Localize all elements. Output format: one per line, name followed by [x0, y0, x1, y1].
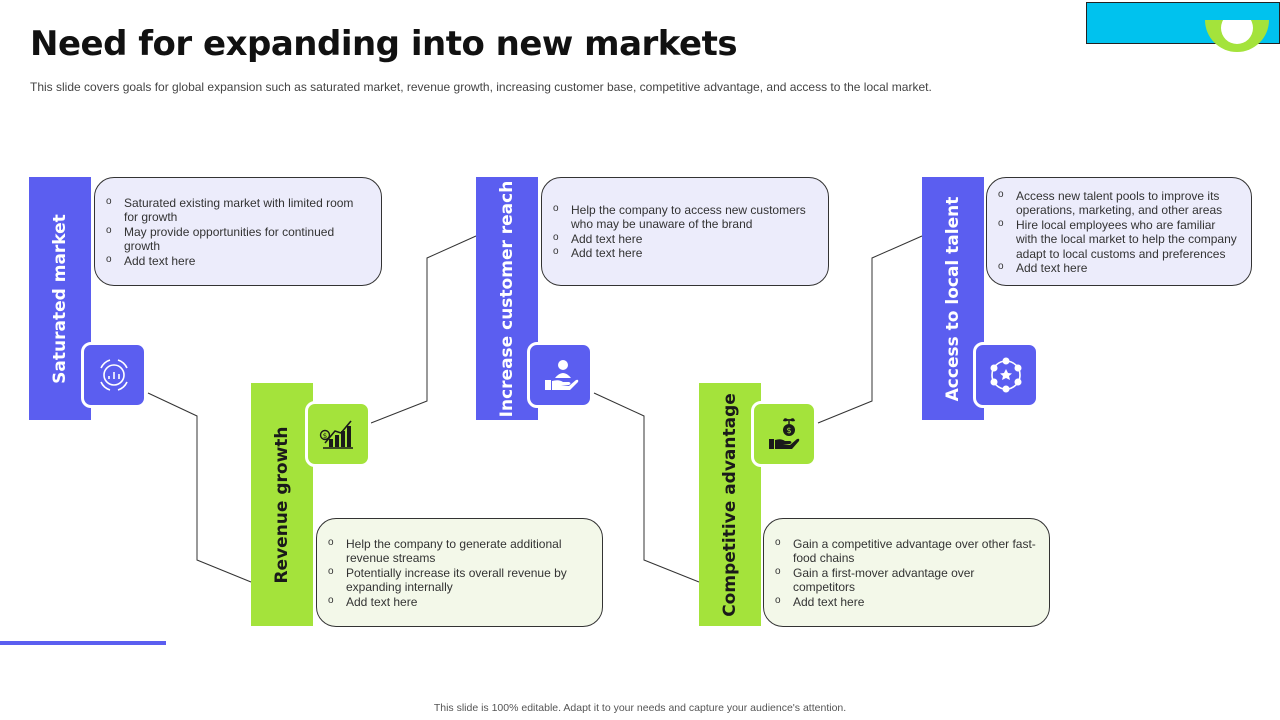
bullet: Gain a first-mover advantage over compet…	[774, 565, 1037, 595]
bullet: Gain a competitive advantage over other …	[774, 536, 1037, 566]
bullet: Help the company to generate additional …	[327, 536, 590, 566]
bullet: May provide opportunities for continued …	[105, 224, 369, 254]
icon-box-competitive-advantage: $	[751, 401, 817, 467]
card-access-to-local-talent: Access new talent pools to improve its o…	[986, 177, 1252, 286]
money-plant-hand-icon: $	[769, 418, 800, 449]
connector-competitive-to-talent	[817, 235, 923, 424]
market-cycle-icon	[100, 359, 128, 391]
bar-saturated-market: Saturated market	[29, 177, 91, 420]
bullet: Add text here	[997, 260, 1239, 275]
bar-competitive-advantage: Competitive advantage	[699, 383, 761, 626]
customer-hand-icon	[545, 360, 579, 390]
icon-box-revenue-growth: $	[305, 401, 371, 467]
svg-text:$: $	[323, 432, 327, 440]
bullet: Add text here	[105, 253, 369, 268]
icon-box-saturated-market	[81, 342, 147, 408]
label-saturated-market: Saturated market	[50, 213, 70, 384]
connector-revenue-to-reach	[370, 235, 477, 424]
card-saturated-market: Saturated existing market with limited r…	[94, 177, 382, 286]
bullet: Saturated existing market with limited r…	[105, 195, 369, 225]
label-competitive-advantage: Competitive advantage	[720, 392, 740, 617]
label-access-to-local-talent: Access to local talent	[943, 196, 963, 401]
decorative-underline	[0, 641, 166, 645]
bullet: Add text here	[552, 245, 816, 260]
connector-reach-to-competitive	[593, 392, 700, 583]
decorative-ring	[1205, 20, 1269, 52]
card-revenue-growth: Help the company to generate additional …	[316, 518, 603, 627]
page-subtitle: This slide covers goals for global expan…	[30, 80, 932, 94]
label-revenue-growth: Revenue growth	[272, 425, 292, 584]
bullet: Hire local employees who are familiar wi…	[997, 217, 1239, 261]
bullet: Access new talent pools to improve its o…	[997, 188, 1239, 218]
talent-network-icon	[990, 357, 1022, 393]
page-title: Need for expanding into new markets	[30, 24, 738, 64]
connector-saturated-to-revenue	[147, 392, 252, 583]
footer-note: This slide is 100% editable. Adapt it to…	[433, 702, 847, 714]
bullet: Add text here	[327, 594, 590, 609]
bullet: Add text here	[774, 594, 1037, 609]
card-increase-customer-reach: Help the company to access new customers…	[541, 177, 829, 286]
bullet: Potentially increase its overall revenue…	[327, 565, 590, 595]
svg-text:$: $	[786, 426, 791, 435]
icon-box-access-to-local-talent	[973, 342, 1039, 408]
revenue-chart-icon: $	[319, 420, 353, 449]
bar-revenue-growth: Revenue growth	[251, 383, 313, 626]
bullet: Add text here	[552, 231, 816, 246]
bullet: Help the company to access new customers…	[552, 202, 816, 232]
icon-box-increase-customer-reach	[527, 342, 593, 408]
label-increase-customer-reach: Increase customer reach	[497, 180, 517, 417]
card-competitive-advantage: Gain a competitive advantage over other …	[763, 518, 1050, 627]
